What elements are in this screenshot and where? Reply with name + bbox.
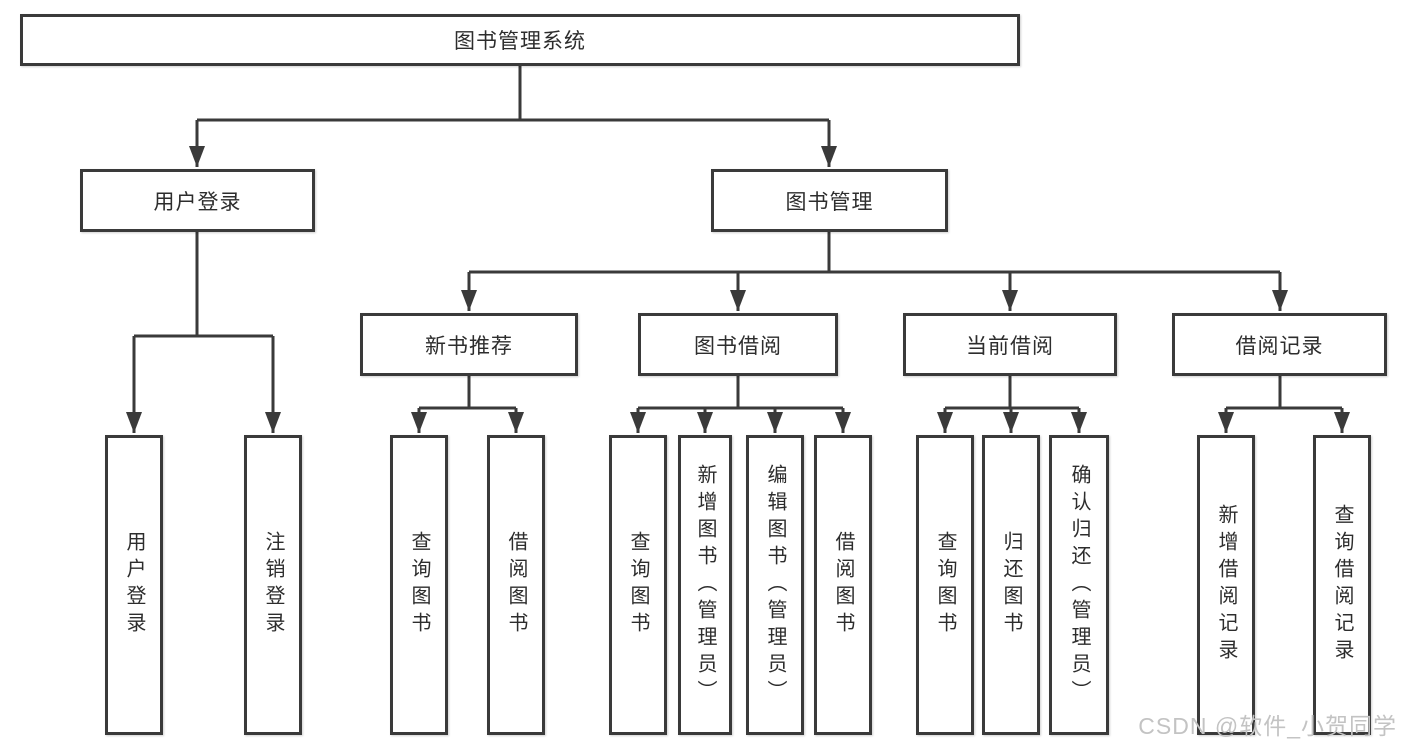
node-book-management: 图书管理 (711, 169, 948, 232)
leaf-query-books-recommend-label: 查询图书 (408, 531, 430, 639)
leaf-query-books-recommend: 查询图书 (390, 435, 448, 735)
csdn-watermark: CSDN @软件_小贺同学 (1138, 713, 1397, 739)
node-borrow-records-label: 借阅记录 (1235, 334, 1324, 358)
node-borrow-records: 借阅记录 (1172, 313, 1387, 376)
leaf-add-borrow-record: 新增借阅记录 (1197, 435, 1255, 735)
leaf-confirm-return-admin-label: 确认归还（管理员） (1068, 463, 1090, 707)
node-user-login: 用户登录 (80, 169, 315, 232)
leaf-user-login: 用户登录 (105, 435, 163, 735)
leaf-edit-books-admin: 编辑图书（管理员） (746, 435, 804, 735)
node-current-borrow-label: 当前借阅 (966, 334, 1054, 358)
leaf-borrow-books-recommend: 借阅图书 (487, 435, 545, 735)
leaf-borrow-books-recommend-label: 借阅图书 (505, 531, 527, 639)
leaf-return-books-label: 归还图书 (1000, 531, 1022, 639)
node-root-system: 图书管理系统 (20, 14, 1020, 66)
leaf-query-books-current: 查询图书 (916, 435, 974, 735)
node-new-book-recommend: 新书推荐 (360, 313, 578, 376)
node-book-management-label: 图书管理 (785, 190, 874, 214)
node-book-borrow: 图书借阅 (638, 313, 838, 376)
node-root-label: 图书管理系统 (454, 30, 586, 53)
node-current-borrow: 当前借阅 (903, 313, 1117, 376)
node-user-login-label: 用户登录 (153, 190, 242, 214)
leaf-query-books-borrow-label: 查询图书 (627, 531, 649, 639)
leaf-add-borrow-record-label: 新增借阅记录 (1215, 504, 1237, 666)
leaf-query-borrow-record-label: 查询借阅记录 (1331, 504, 1353, 666)
leaf-edit-books-admin-label: 编辑图书（管理员） (764, 463, 786, 707)
leaf-return-books: 归还图书 (982, 435, 1040, 735)
node-book-borrow-label: 图书借阅 (694, 334, 782, 358)
leaf-logout-label: 注销登录 (262, 531, 284, 639)
leaf-borrow-books-label: 借阅图书 (832, 531, 854, 639)
node-new-book-recommend-label: 新书推荐 (425, 334, 513, 358)
leaf-query-borrow-record: 查询借阅记录 (1313, 435, 1371, 735)
leaf-borrow-books: 借阅图书 (814, 435, 872, 735)
leaf-query-books-borrow: 查询图书 (609, 435, 667, 735)
leaf-confirm-return-admin: 确认归还（管理员） (1049, 435, 1109, 735)
leaf-add-books-admin: 新增图书（管理员） (678, 435, 732, 735)
leaf-user-login-label: 用户登录 (123, 531, 145, 639)
leaf-query-books-current-label: 查询图书 (934, 531, 956, 639)
leaf-add-books-admin-label: 新增图书（管理员） (694, 463, 716, 707)
leaf-logout: 注销登录 (244, 435, 302, 735)
